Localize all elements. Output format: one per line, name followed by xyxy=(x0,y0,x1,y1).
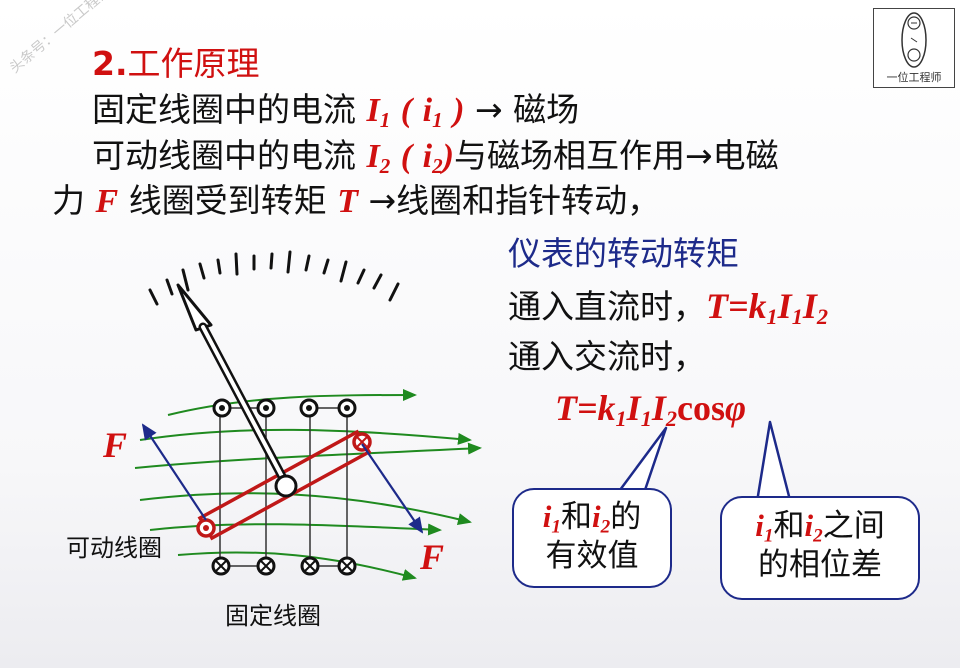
meter-pointer xyxy=(176,283,298,498)
line2-paren-close: ) xyxy=(442,138,454,175)
force-arrows xyxy=(141,423,424,534)
line1-arrow: → xyxy=(474,90,503,129)
ac-formula: T=k1I1I2cosφ xyxy=(555,388,747,432)
line1-var-b: i1 xyxy=(422,92,443,132)
line2-text-b: 与磁场相互作用 xyxy=(453,136,685,175)
dc-line: 通入直流时，T=k1I1I2 xyxy=(508,286,829,330)
heading-number: 2. xyxy=(92,44,128,83)
callout1-line1: i1和i2的 xyxy=(542,499,642,538)
callout2-line2: 的相位差 xyxy=(758,546,882,583)
text-line-2: 可动线圈中的电流 I2 ( i2)与磁场相互作用→电磁 xyxy=(92,136,779,178)
moving-coil-cross xyxy=(356,436,368,448)
dc-formula: T=k1I1I2 xyxy=(706,286,829,330)
line3-text-b: 线圈受到转矩 xyxy=(128,181,327,220)
logo: 一位工程师 xyxy=(873,8,955,88)
line1-text-b: 磁场 xyxy=(513,90,580,129)
text-line-1: 固定线圈中的电流 I1 ( i1 ) → 磁场 xyxy=(92,90,580,132)
text-line-3: 力 F 线圈受到转矩 T →线圈和指针转动， xyxy=(52,184,660,219)
line1-text-a: 固定线圈中的电流 xyxy=(92,90,356,129)
dc-text: 通入直流时， xyxy=(508,287,706,326)
line2-text-a: 可动线圈中的电流 xyxy=(92,136,356,175)
section-heading: 2.工作原理 xyxy=(92,47,260,80)
fixed-coil-right xyxy=(309,407,348,567)
fixed-coil-label: 固定线圈 xyxy=(225,602,321,630)
conductor-out-dots xyxy=(219,405,350,411)
line3-text-a: 力 xyxy=(52,181,85,220)
line3-text-c: 线圈和指针转动， xyxy=(396,181,661,220)
moving-coil-ends xyxy=(203,525,209,531)
line2-arrow: → xyxy=(684,136,713,175)
logo-emblem-icon xyxy=(901,12,927,68)
line1-paren-close: ) xyxy=(453,92,465,129)
line2-paren-open: ( xyxy=(400,138,413,175)
logo-caption: 一位工程师 xyxy=(886,71,942,84)
line1-paren-open: ( xyxy=(400,92,413,129)
moving-coil-label: 可动线圈 xyxy=(66,534,162,562)
line1-var-a: I1 xyxy=(366,92,391,132)
callout-effective-value: i1和i2的 有效值 xyxy=(512,488,672,588)
scale-ticks xyxy=(148,250,400,306)
line3-var-f: F xyxy=(95,183,119,220)
ac-line: 通入交流时， xyxy=(508,337,706,376)
callout-phase-difference: i1和i2之间 的相位差 xyxy=(720,496,920,600)
heading-title: 工作原理 xyxy=(127,44,260,83)
callout1-line2: 有效值 xyxy=(545,537,639,574)
torque-title: 仪表的转动转矩 xyxy=(508,234,739,273)
conductor-in-crosses xyxy=(215,560,353,572)
line3-var-t: T xyxy=(337,183,358,220)
force-label-bottom: F xyxy=(420,537,445,577)
force-label-top: F xyxy=(103,425,128,465)
magnetic-field-lines xyxy=(134,389,482,581)
line3-arrow: → xyxy=(368,181,397,220)
line2-var-b: i2 xyxy=(422,138,443,178)
line2-text-c: 电磁 xyxy=(712,136,779,175)
line2-var-a: I2 xyxy=(366,138,391,178)
callout2-line1: i1和i2之间 xyxy=(755,508,885,547)
